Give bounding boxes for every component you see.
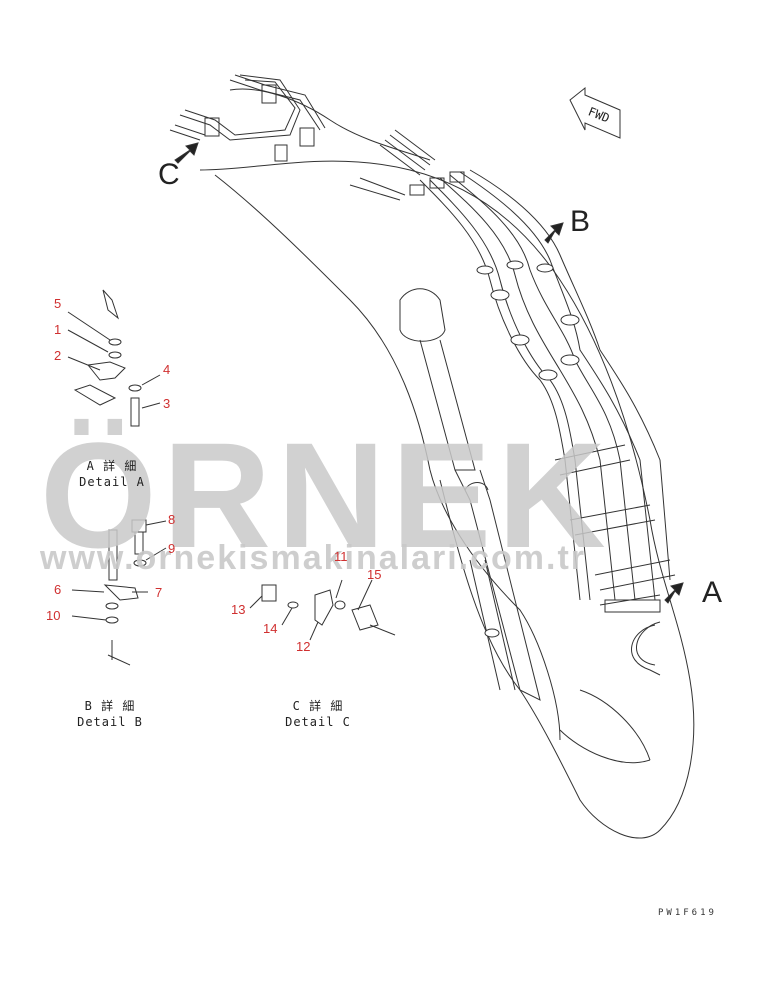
callout-9: 9 [168, 541, 176, 556]
detail-c-drawing [261, 584, 396, 636]
hose-clamps [476, 260, 580, 638]
detail-a-jp: A 詳 細 [86, 459, 138, 473]
upper-pipes [169, 74, 326, 162]
detail-b-caption: B 詳 細 Detail B [70, 698, 150, 730]
detail-a-en: Detail A [79, 475, 145, 489]
drawing-code: PW1F619 [658, 908, 717, 918]
hose-block-a [554, 444, 676, 613]
callout-6: 6 [54, 582, 62, 597]
view-letter-c: C [158, 158, 180, 191]
boom-outline [199, 160, 695, 839]
callout-14: 14 [263, 621, 278, 636]
watermark-brand: ÖRNEK [40, 411, 612, 579]
arrow-a-icon [664, 582, 684, 604]
callout-12: 12 [296, 639, 311, 654]
callout-3: 3 [163, 396, 171, 411]
arrow-c-icon [174, 142, 199, 164]
boom-cylinder [399, 288, 446, 342]
callout-8: 8 [168, 512, 176, 527]
callout-7: 7 [155, 585, 163, 600]
detail-c-jp: C 詳 細 [292, 699, 344, 713]
detail-a-caption: A 詳 細 Detail A [72, 458, 152, 490]
callout-4: 4 [163, 362, 171, 377]
callout-10: 10 [46, 608, 61, 623]
detail-b-drawing [103, 519, 147, 666]
detail-c-caption: C 詳 細 Detail C [278, 698, 358, 730]
upper-right-pipes [349, 129, 465, 201]
callout-2: 2 [54, 348, 62, 363]
callout-5: 5 [54, 296, 62, 311]
detail-b-en: Detail B [77, 715, 143, 729]
watermark-url: www.ornekismakinalari.com.tr [40, 539, 587, 577]
view-letter-a: A [702, 576, 723, 609]
fwd-arrow-icon [569, 86, 621, 139]
detail-c-en: Detail C [285, 715, 351, 729]
arrow-b-icon [544, 222, 564, 244]
callout-11: 11 [334, 549, 348, 564]
lower-hose [631, 624, 661, 676]
detail-b-jp: B 詳 細 [84, 699, 136, 713]
detail-a-drawing [73, 289, 142, 427]
callout-15: 15 [367, 567, 382, 582]
view-letter-b: B [570, 205, 591, 238]
hose-bundle [419, 169, 671, 601]
callout-13: 13 [231, 602, 246, 617]
leader-lines [67, 311, 373, 641]
callout-1: 1 [54, 322, 62, 337]
